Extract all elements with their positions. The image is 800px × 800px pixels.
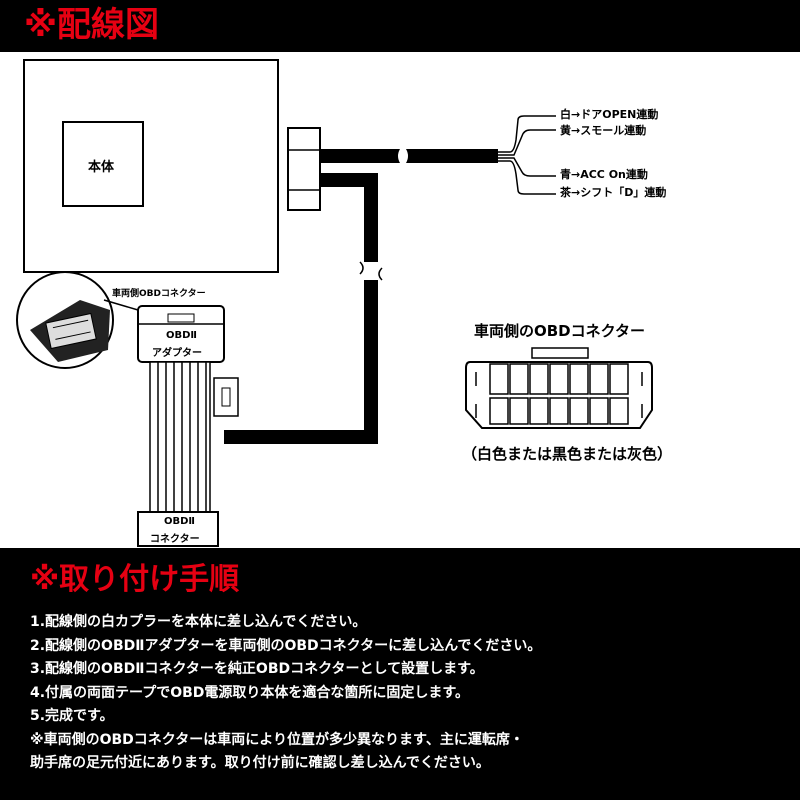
car-obd-connector-drawing <box>465 347 653 429</box>
procedure-body-bar <box>0 620 800 800</box>
wire-label-yellow: 黄→スモール連動 <box>560 124 647 137</box>
wire-label-blue: 青→ACC On連動 <box>560 168 648 181</box>
wiring-diagram <box>16 59 653 547</box>
adapter-label-line1: OBDⅡ <box>166 330 198 341</box>
wiring-diagram-title: ※配線図 <box>24 5 160 45</box>
ribbon-lines <box>157 362 207 512</box>
white-coupler <box>287 127 321 211</box>
wire-label-white: 白→ドアOPEN連動 <box>560 108 659 121</box>
procedure-note-1: ※車両側のOBDコネクターは車両により位置が多少異なります、主に運転席・ <box>30 731 524 748</box>
procedure-header-bar <box>0 548 800 620</box>
procedure-step-4: 4.付属の両面テープでOBD電源取り本体を適合な箇所に固定します。 <box>30 684 470 701</box>
connector-label-line1: OBDⅡ <box>164 516 196 527</box>
procedure-step-3: 3.配線側のOBDⅡコネクターを純正OBDコネクターとして設置します。 <box>30 661 484 677</box>
procedure-steps: 1.配線側の白カプラーを本体に差し込んでください。 2.配線側のOBDⅡアダプタ… <box>30 611 541 776</box>
clip-connector <box>213 377 239 417</box>
wire-label-brown: 茶→シフト「D」連動 <box>560 186 667 199</box>
procedure-title: ※取り付け手順 <box>30 562 240 597</box>
adapter-label-line2: アダプター <box>152 348 202 359</box>
fanout-wires <box>498 115 556 195</box>
cable-upper-left <box>320 149 400 163</box>
header-bar <box>0 0 800 52</box>
car-obd-small-label: 車両側OBDコネクター <box>112 289 206 299</box>
unit-label: 本体 <box>88 160 115 175</box>
procedure-step-5: 5.完成です。 <box>30 708 114 724</box>
procedure-note-2: 助手席の足元付近にあります。取り付け前に確認し差し込んでください。 <box>30 755 490 771</box>
unit-inner-box <box>62 121 144 207</box>
procedure-step-2: 2.配線側のOBDⅡアダプターを車両側のOBDコネクターに差し込んでください。 <box>30 637 542 654</box>
car-obd-colors: （白色または黒色または灰色） <box>462 445 673 463</box>
obd-connector <box>137 511 219 547</box>
connector-label-line2: コネクター <box>150 534 200 545</box>
procedure-step-1: 1.配線側の白カプラーを本体に差し込んでください。 <box>30 614 367 630</box>
cable-upper-right <box>406 149 498 163</box>
car-obd-title: 車両側のOBDコネクター <box>474 322 646 340</box>
ribbon-cable <box>149 361 211 513</box>
